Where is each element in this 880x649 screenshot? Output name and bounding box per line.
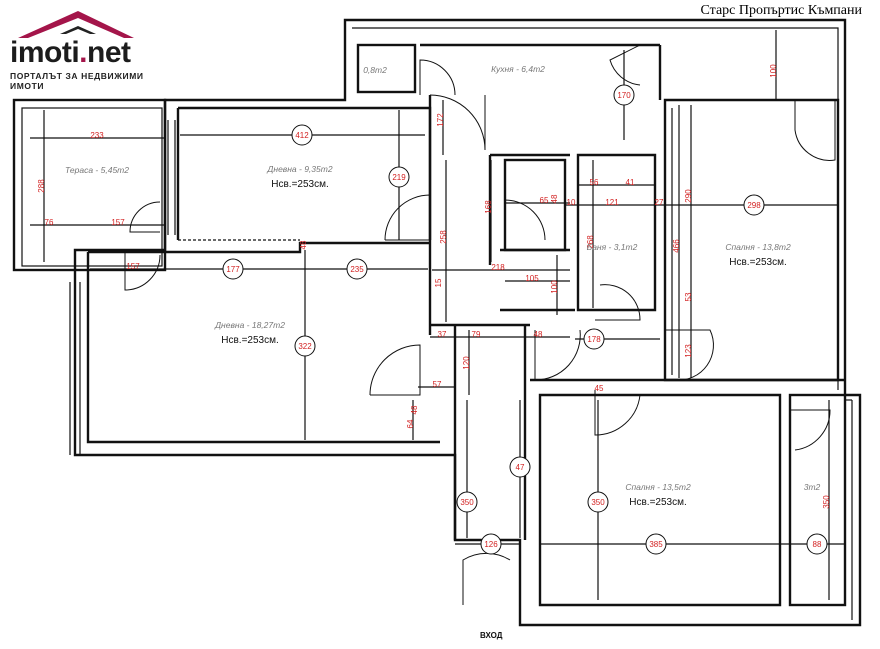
- dimension-value: 10: [567, 198, 576, 207]
- dimension-value: 268: [586, 235, 595, 249]
- dimension-badge: [480, 533, 502, 555]
- dimension-value: 37: [438, 330, 447, 339]
- dimension-value: 233: [90, 131, 104, 140]
- walls: [12, 18, 862, 627]
- dimension-badge: [613, 84, 635, 106]
- dimension-value: 76: [45, 218, 54, 227]
- dimension-value: 41: [626, 178, 635, 187]
- logo-tagline: ПОРТАЛЪТ ЗА НЕДВИЖИМИ ИМОТИ: [10, 71, 144, 91]
- dimension-value: 100: [550, 280, 559, 294]
- dimension-value: 64: [406, 419, 415, 428]
- room-name-small-room: 3m2: [804, 482, 821, 492]
- dimension-value: 157: [111, 218, 125, 227]
- room-ceiling-height: Нсв.=253см.: [729, 257, 787, 268]
- dimension-lines: [30, 30, 845, 600]
- dimension-value: 288: [37, 179, 46, 193]
- dimension-badge: [645, 533, 667, 555]
- dimension-value: 48: [534, 330, 543, 339]
- dimension-value: 121: [605, 198, 619, 207]
- dimension-value: 48: [299, 240, 308, 249]
- dimension-value: 120: [462, 356, 471, 370]
- dimension-value: 27: [655, 198, 664, 207]
- dimension-badge: [587, 491, 609, 513]
- dimension-badge: [294, 335, 316, 357]
- room-name-bathroom: Баня - 3,1m2: [587, 242, 638, 252]
- dimension-value: 177: [226, 265, 240, 274]
- house-roof-icon: [18, 11, 134, 38]
- room-ceiling-height: Нсв.=253см.: [271, 179, 329, 190]
- dimension-value: 350: [460, 498, 474, 507]
- dimension-value: 45: [595, 384, 604, 393]
- dimension-value: 290: [684, 189, 693, 203]
- site-logo[interactable]: imoti.net ПОРТАЛЪТ ЗА НЕДВИЖИМИ ИМОТИ: [8, 8, 178, 91]
- dimension-value: 47: [516, 463, 525, 472]
- dimension-value: 168: [484, 200, 493, 214]
- dimension-value: 48: [410, 405, 419, 414]
- dimension-badge: [222, 258, 244, 280]
- room-name-bedroom-right: Спалня - 13,8m2: [725, 242, 791, 252]
- entrance-label: ВХОД: [480, 631, 503, 640]
- dimension-badge: [509, 456, 531, 478]
- dimension-value: 57: [433, 380, 442, 389]
- dimension-value: 88: [813, 540, 822, 549]
- dimension-value: 123: [684, 344, 693, 358]
- dimension-value: 53: [684, 292, 693, 301]
- dimension-value: 100: [769, 64, 778, 78]
- room-name-living-large: Дневна - 18,27m2: [214, 320, 285, 330]
- dimension-value: 258: [439, 230, 448, 244]
- room-ceiling-height: Нсв.=253см.: [629, 497, 687, 508]
- dimension-value: 157: [126, 262, 140, 271]
- dimension-value: 350: [822, 495, 831, 509]
- dimension-badge: [291, 124, 313, 146]
- dimension-badge: [583, 328, 605, 350]
- room-name-bedroom-bottom: Спалня - 13,5m2: [625, 482, 691, 492]
- room-name-terrace: Тераса - 5,45m2: [65, 165, 129, 175]
- dimension-value: 79: [472, 330, 481, 339]
- dimension-badge: [743, 194, 765, 216]
- dimension-value: 235: [350, 265, 364, 274]
- dimension-value: 56: [590, 178, 599, 187]
- dimension-badge: [346, 258, 368, 280]
- dimension-value: 48: [550, 194, 559, 203]
- dimension-value: 350: [591, 498, 605, 507]
- agency-name: Старс Пропъртис Къмпани: [700, 3, 862, 18]
- dimension-badge: [456, 491, 478, 513]
- dimension-value: 105: [525, 274, 539, 283]
- logo-tld: net: [87, 36, 131, 69]
- room-name-living-small: Дневна - 9,35m2: [266, 164, 332, 174]
- dimension-value: 126: [484, 540, 498, 549]
- dimension-value: 385: [649, 540, 663, 549]
- dimension-value: 298: [747, 201, 761, 210]
- dimension-badge: [806, 533, 828, 555]
- dimension-value: 65: [540, 196, 549, 205]
- logo-wordmark: imoti.net: [10, 36, 131, 70]
- dimension-badge: [388, 166, 410, 188]
- dimension-value: 15: [434, 278, 443, 287]
- room-ceiling-height: Нсв.=253см.: [221, 335, 279, 346]
- room-name-small-storage: 0,8m2: [363, 65, 387, 75]
- dimension-value: 218: [491, 263, 505, 272]
- dimension-value: 412: [295, 131, 309, 140]
- dimension-value: 466: [672, 239, 681, 253]
- logo-dot: .: [79, 36, 88, 69]
- room-name-kitchen: Кухня - 6,4m2: [491, 64, 545, 74]
- dimension-value: 172: [436, 113, 445, 127]
- door-swings: [124, 44, 836, 605]
- logo-brand: imoti: [10, 36, 80, 69]
- dimension-value: 178: [587, 335, 601, 344]
- dimension-value: 170: [617, 91, 631, 100]
- dimension-value: 322: [298, 342, 312, 351]
- dimension-value: 219: [392, 173, 406, 182]
- circled-dimensions: 412 219 170 298 177 235 322 178 350 350 126 385 88 47: [222, 84, 828, 555]
